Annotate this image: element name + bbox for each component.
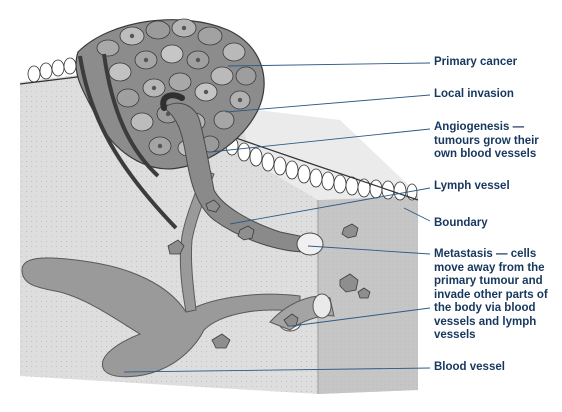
blood-vessel-branch bbox=[179, 169, 215, 313]
leader-lines bbox=[123, 62, 431, 373]
metastasis-label: Metastasis — cells move away from the pr… bbox=[434, 248, 548, 341]
lymph-vessel-label: Lymph vessel bbox=[434, 180, 510, 192]
lymph-vessel bbox=[160, 92, 324, 256]
blood-vessel-label: Blood vessel bbox=[434, 361, 505, 373]
local-invasion-label: Local invasion bbox=[434, 88, 514, 100]
tissue-top-face bbox=[240, 108, 420, 200]
primary-cancer-label: Primary cancer bbox=[434, 56, 518, 68]
boundary-label: Boundary bbox=[434, 217, 488, 229]
migrating-cells bbox=[167, 199, 371, 349]
angiogenesis-label: Angiogenesis — tumours grow their own bl… bbox=[434, 121, 539, 160]
blood-vessel-main bbox=[21, 257, 301, 378]
